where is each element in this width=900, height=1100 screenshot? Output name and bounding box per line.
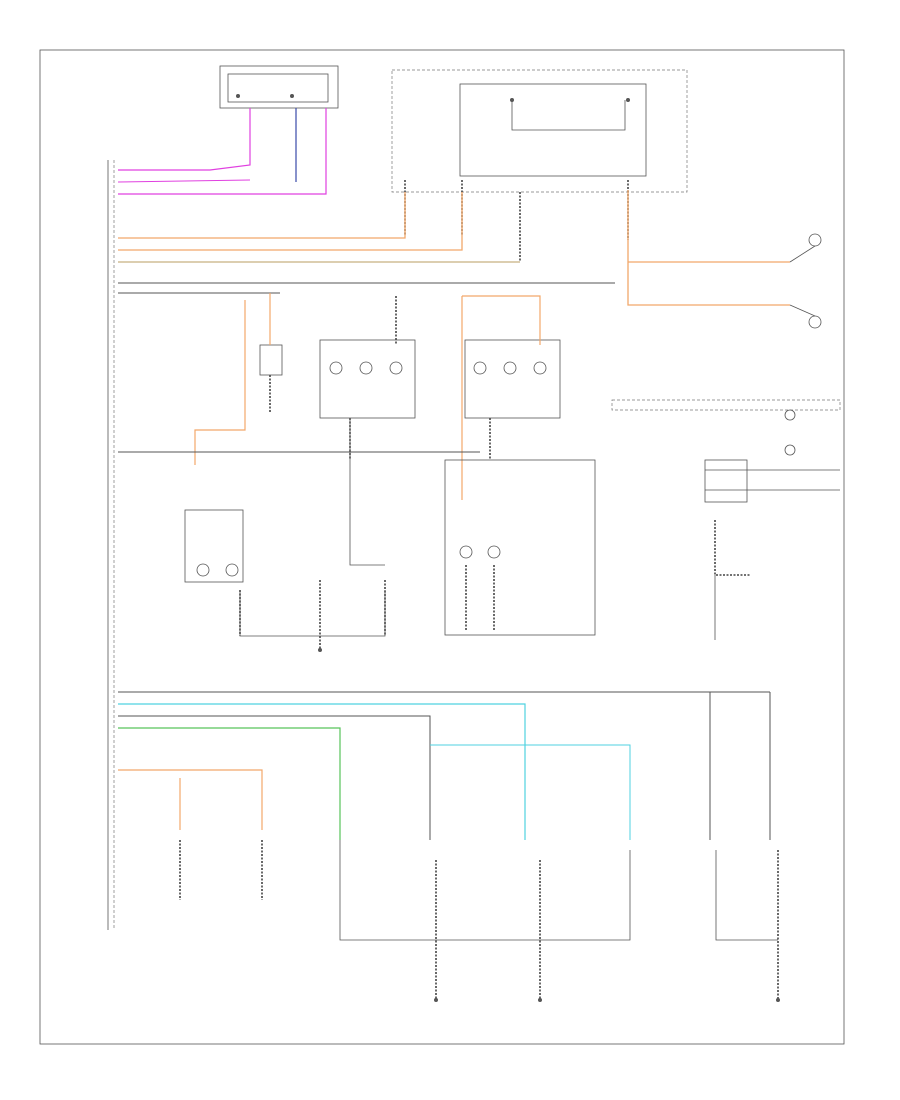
lamp-leads [789, 245, 816, 317]
module-box [259, 344, 283, 376]
relay-contact [510, 98, 514, 102]
lamp [533, 361, 547, 375]
lamp [487, 545, 501, 559]
ground-point [434, 998, 438, 1002]
lamp [503, 361, 517, 375]
indicator [784, 444, 796, 456]
switch-block [704, 459, 748, 503]
right-dash-region [611, 399, 841, 411]
lamp-box-right [464, 339, 561, 419]
lamp [329, 361, 343, 375]
ground-point [538, 998, 542, 1002]
ground-point [776, 998, 780, 1002]
headlamp-switch-inner [227, 73, 329, 103]
headlamp-switch-box [219, 65, 339, 109]
lamp [359, 361, 373, 375]
lamp [473, 361, 487, 375]
lamp-right-1 [808, 233, 822, 247]
switch-contact [236, 94, 240, 98]
wire-magenta-3 [117, 179, 251, 183]
wire-magenta-1 [118, 108, 251, 171]
lamp-right-2 [808, 315, 822, 329]
relay-box [459, 83, 647, 177]
lamp-box-left [319, 339, 416, 419]
lamp [196, 563, 210, 577]
relay-coil-path [511, 100, 626, 131]
wire-orange-lower [118, 769, 263, 830]
wire-cyan-2 [430, 744, 631, 840]
fuse-block-box [391, 69, 688, 193]
diagram-border [39, 49, 845, 1045]
switch-leads [705, 469, 840, 491]
ground-point [318, 648, 322, 652]
wire-orange-bus-2 [118, 192, 463, 251]
relay-contact [626, 98, 630, 102]
wire-magenta-2 [118, 108, 327, 195]
wire-green [118, 727, 341, 840]
switch-contact [290, 94, 294, 98]
lamp-group-left [184, 509, 244, 583]
wire-orange-bus-1 [118, 192, 406, 239]
lower-bus-3 [118, 715, 431, 840]
connector [465, 565, 495, 630]
connector [714, 520, 750, 576]
wire [349, 418, 385, 566]
ground-return [239, 590, 386, 637]
ground-return-lower [339, 840, 631, 941]
indicator [784, 409, 796, 421]
lamp [459, 545, 473, 559]
wire-orange-right-drop [462, 295, 541, 345]
wire-orange-drop-2 [194, 300, 246, 465]
lamp [389, 361, 403, 375]
wire-cyan [118, 703, 526, 840]
wire-orange-right [627, 190, 790, 306]
ground-return-right [715, 850, 778, 941]
lamp-group-mid [444, 459, 596, 636]
lamp [225, 563, 239, 577]
